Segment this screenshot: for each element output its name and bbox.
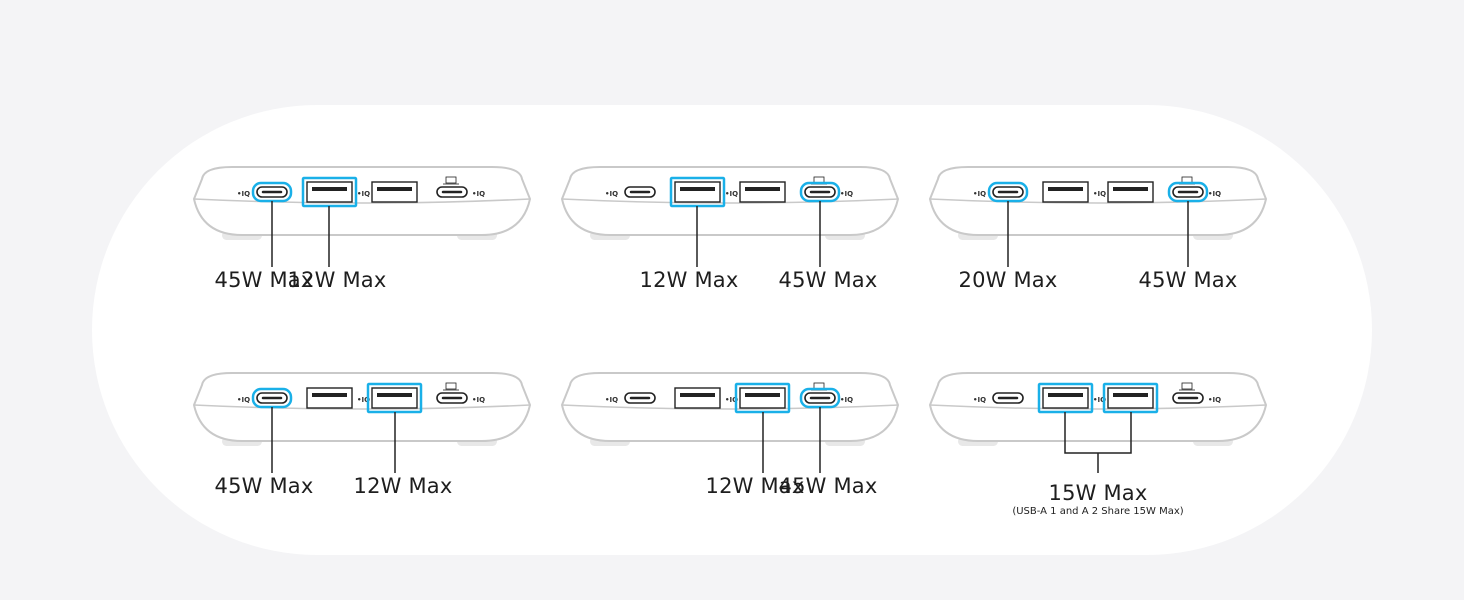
laptop-icon bbox=[443, 382, 459, 391]
usb-a-port-icon bbox=[1107, 181, 1154, 203]
iq-mark: •IQ bbox=[472, 396, 485, 404]
power-bank-device: •IQ •IQ •IQ bbox=[928, 372, 1268, 473]
iq-mark: •IQ bbox=[1093, 396, 1106, 404]
device-seam bbox=[193, 404, 531, 410]
iq-mark: •IQ bbox=[357, 190, 370, 198]
device-illustration: •IQ •IQ •IQ bbox=[192, 166, 532, 267]
device-seam bbox=[929, 404, 1267, 410]
wattage-label: 15W Max bbox=[1048, 481, 1148, 505]
wattage-label: 45W Max bbox=[214, 474, 314, 498]
usb-c-port-icon bbox=[992, 186, 1024, 198]
iq-mark: •IQ bbox=[840, 190, 853, 198]
usb-a-port-icon bbox=[371, 387, 418, 409]
iq-mark: •IQ bbox=[973, 190, 986, 198]
usb-c-port-icon bbox=[256, 392, 288, 404]
usb-a-port-icon bbox=[306, 387, 353, 409]
usb-a-port-icon bbox=[674, 181, 721, 203]
usb-c-port-icon bbox=[436, 392, 468, 404]
usb-c-port-icon bbox=[624, 392, 656, 404]
wattage-label: 45W Max bbox=[778, 474, 878, 498]
usb-c-port-icon bbox=[992, 392, 1024, 404]
wattage-label: 20W Max bbox=[958, 268, 1058, 292]
usb-c-port-icon bbox=[804, 392, 836, 404]
iq-mark: •IQ bbox=[1208, 190, 1221, 198]
iq-mark: •IQ bbox=[605, 190, 618, 198]
iq-mark: •IQ bbox=[1208, 396, 1221, 404]
usb-c-port-icon bbox=[804, 186, 836, 198]
device-illustration: •IQ •IQ •IQ bbox=[928, 166, 1268, 267]
iq-mark: •IQ bbox=[237, 190, 250, 198]
iq-mark: •IQ bbox=[357, 396, 370, 404]
wattage-label: 12W Max bbox=[353, 474, 453, 498]
wattage-label: 45W Max bbox=[1138, 268, 1238, 292]
shared-power-note: (USB-A 1 and A 2 Share 15W Max) bbox=[1012, 506, 1184, 517]
iq-mark: •IQ bbox=[1093, 190, 1106, 198]
device-seam bbox=[561, 198, 899, 204]
bracket-line bbox=[1064, 412, 1132, 473]
power-bank-device: •IQ •IQ •IQ bbox=[192, 372, 532, 473]
usb-a-port-icon bbox=[1042, 181, 1089, 203]
laptop-icon bbox=[1179, 382, 1195, 391]
device-illustration: •IQ •IQ •IQ bbox=[560, 166, 900, 267]
usb-a-port-icon bbox=[1042, 387, 1089, 409]
device-illustration: •IQ •IQ •IQ bbox=[560, 372, 900, 473]
usb-c-port-icon bbox=[436, 186, 468, 198]
wattage-label: 45W Max bbox=[214, 268, 314, 292]
wattage-label: 12W Max bbox=[639, 268, 739, 292]
laptop-icon bbox=[443, 176, 459, 185]
iq-mark: •IQ bbox=[237, 396, 250, 404]
iq-mark: •IQ bbox=[840, 396, 853, 404]
iq-mark: •IQ bbox=[725, 396, 738, 404]
wattage-label: 12W Max bbox=[705, 474, 805, 498]
usb-a-port-icon bbox=[371, 181, 418, 203]
device-illustration: •IQ •IQ •IQ bbox=[928, 372, 1268, 473]
iq-mark: •IQ bbox=[605, 396, 618, 404]
usb-a-port-icon bbox=[1107, 387, 1154, 409]
device-seam bbox=[929, 198, 1267, 204]
device-seam bbox=[561, 404, 899, 410]
usb-a-port-icon bbox=[739, 387, 786, 409]
power-bank-device: •IQ •IQ •IQ bbox=[192, 166, 532, 267]
usb-c-port-icon bbox=[624, 186, 656, 198]
usb-a-port-icon bbox=[674, 387, 721, 409]
power-bank-device: •IQ •IQ •IQ bbox=[560, 166, 900, 267]
device-seam bbox=[193, 198, 531, 204]
power-bank-device: •IQ •IQ •IQ bbox=[928, 166, 1268, 267]
usb-c-port-icon bbox=[256, 186, 288, 198]
power-bank-device: •IQ •IQ •IQ bbox=[560, 372, 900, 473]
wattage-label: 12W Max bbox=[287, 268, 387, 292]
usb-c-port-icon bbox=[1172, 392, 1204, 404]
usb-c-port-icon bbox=[1172, 186, 1204, 198]
iq-mark: •IQ bbox=[472, 190, 485, 198]
iq-mark: •IQ bbox=[725, 190, 738, 198]
usb-a-port-icon bbox=[306, 181, 353, 203]
usb-a-port-icon bbox=[739, 181, 786, 203]
wattage-label: 45W Max bbox=[778, 268, 878, 292]
iq-mark: •IQ bbox=[973, 396, 986, 404]
device-illustration: •IQ •IQ •IQ bbox=[192, 372, 532, 473]
